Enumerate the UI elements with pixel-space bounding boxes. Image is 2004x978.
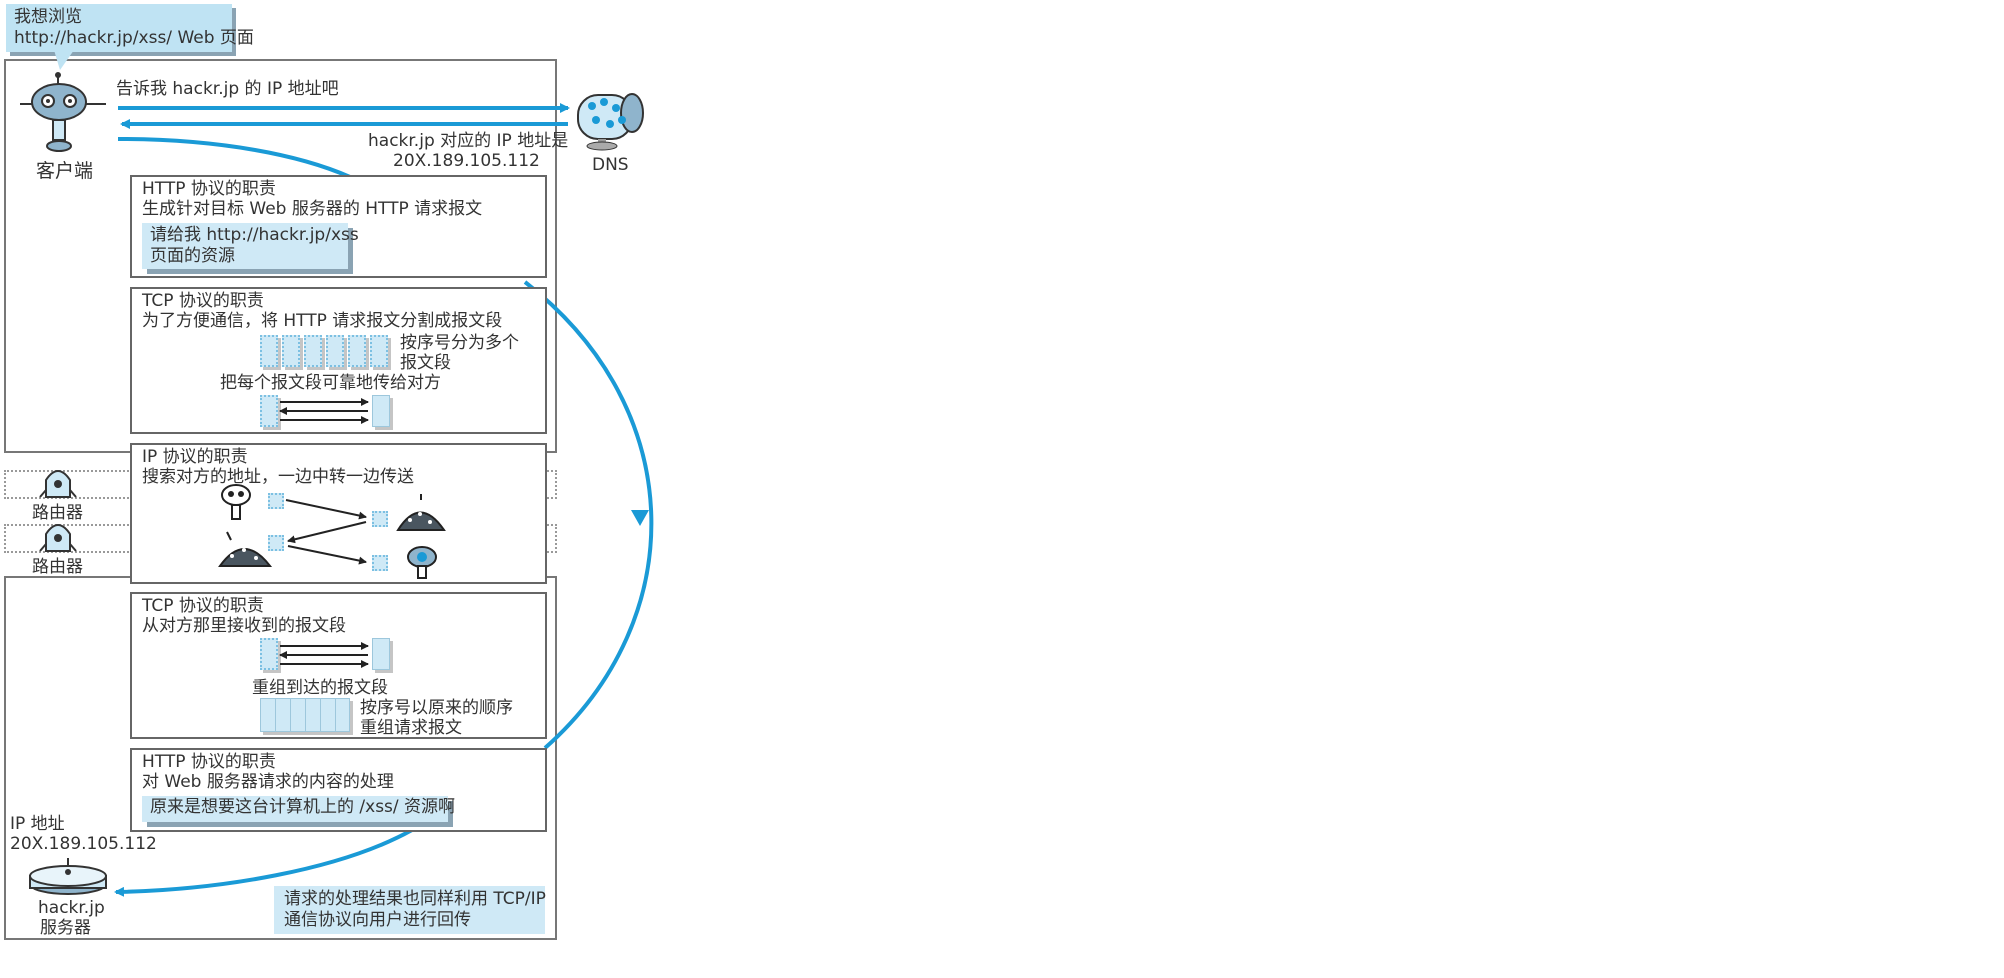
bubble-line-2: http://hackr.jp/xss/ Web 页面: [14, 28, 254, 48]
router-icon: [39, 470, 77, 498]
segment: [348, 335, 366, 367]
segment-sender: [260, 638, 278, 670]
reply-line-2: 通信协议向用户进行回传: [284, 910, 471, 930]
tcp-send-title: TCP 协议的职责: [142, 291, 264, 311]
tcp-send-panel: TCP 协议的职责 为了方便通信，将 HTTP 请求报文分割成报文段 按序号分为…: [130, 287, 547, 434]
ip-title: IP 协议的职责: [142, 447, 248, 467]
segment: [282, 335, 300, 367]
segment: [326, 335, 344, 367]
tcp-recv-title: TCP 协议的职责: [142, 596, 264, 616]
http-recv-note-text: 原来是想要这台计算机上的 /xss/ 资源啊: [150, 797, 456, 817]
server-name-line-2: 服务器: [40, 918, 91, 938]
packet: [372, 511, 388, 527]
tcp-send-desc: 为了方便通信，将 HTTP 请求报文分割成报文段: [142, 311, 503, 331]
http-send-panel: HTTP 协议的职责 生成针对目标 Web 服务器的 HTTP 请求报文 请给我…: [130, 175, 547, 278]
http-send-title: HTTP 协议的职责: [142, 179, 276, 199]
tcp-seq-line-1: 按序号分为多个: [400, 333, 519, 353]
ip-panel: IP 协议的职责 搜索对方的地址，一边中转一边传送: [130, 443, 547, 584]
tcp-seq-line-2: 报文段: [400, 353, 451, 373]
server-name-line-1: hackr.jp: [38, 898, 105, 918]
segment: [260, 335, 278, 367]
dns-response-line-1: hackr.jp 对应的 IP 地址是: [368, 131, 569, 151]
ip-host-robot-icon: [407, 546, 437, 579]
http-recv-note: 原来是想要这台计算机上的 /xss/ 资源啊: [142, 796, 456, 822]
bubble-line-1: 我想浏览: [14, 7, 82, 27]
segment-receiver: [372, 638, 390, 670]
ip-host-dome-icon: [218, 531, 273, 567]
server-return-curve: [114, 828, 413, 897]
http-send-desc: 生成针对目标 Web 服务器的 HTTP 请求报文: [142, 199, 483, 219]
reassembled-message: [260, 698, 350, 732]
reply-note: 请求的处理结果也同样利用 TCP/IP 通信协议向用户进行回传: [274, 886, 546, 934]
router-label-1: 路由器: [32, 503, 83, 523]
http-recv-panel: HTTP 协议的职责 对 Web 服务器请求的内容的处理 原来是想要这台计算机上…: [130, 748, 547, 832]
reply-line-1: 请求的处理结果也同样利用 TCP/IP: [284, 889, 546, 909]
ip-desc: 搜索对方的地址，一边中转一边传送: [142, 467, 414, 487]
dns-label: DNS: [592, 155, 629, 175]
http-request-note-line-1: 请给我 http://hackr.jp/xss: [150, 225, 359, 245]
browse-request-bubble: 我想浏览 http://hackr.jp/xss/ Web 页面: [6, 4, 254, 52]
dns-response-line-2: 20X.189.105.112: [393, 151, 540, 171]
server-ip-label: IP 地址: [10, 814, 65, 834]
router-label-2: 路由器: [32, 557, 83, 577]
transmission-curve-side: [523, 280, 654, 750]
ip-host-dome-icon: [396, 494, 446, 531]
tcp-reassemble-text: 重组到达的报文段: [252, 678, 388, 698]
tcp-order-line-1: 按序号以原来的顺序: [360, 698, 513, 718]
tcp-recv-panel: TCP 协议的职责 从对方那里接收到的报文段 重组到达的报文段 按序号以原来的顺…: [130, 592, 547, 739]
segment: [304, 335, 322, 367]
packet: [268, 493, 284, 509]
segment: [370, 335, 388, 367]
http-recv-desc: 对 Web 服务器请求的内容的处理: [142, 772, 394, 792]
transmission-curve: [117, 137, 351, 179]
packet: [372, 555, 388, 571]
http-recv-title: HTTP 协议的职责: [142, 752, 276, 772]
tcp-recv-desc: 从对方那里接收到的报文段: [142, 616, 346, 636]
http-request-note-line-2: 页面的资源: [150, 246, 235, 266]
packet: [268, 535, 284, 551]
tcp-order-line-2: 重组请求报文: [360, 718, 462, 738]
ip-robot-icon: [221, 484, 251, 520]
http-request-note: 请给我 http://hackr.jp/xss 页面的资源: [142, 223, 359, 269]
tcp-reliable-text: 把每个报文段可靠地传给对方: [220, 373, 441, 393]
segment-receiver: [372, 395, 390, 427]
segment-sender: [260, 395, 278, 427]
router-icon: [39, 524, 77, 552]
client-label: 客户端: [36, 160, 94, 182]
server-ip-value: 20X.189.105.112: [10, 834, 157, 854]
dns-request-text: 告诉我 hackr.jp 的 IP 地址吧: [116, 79, 339, 99]
